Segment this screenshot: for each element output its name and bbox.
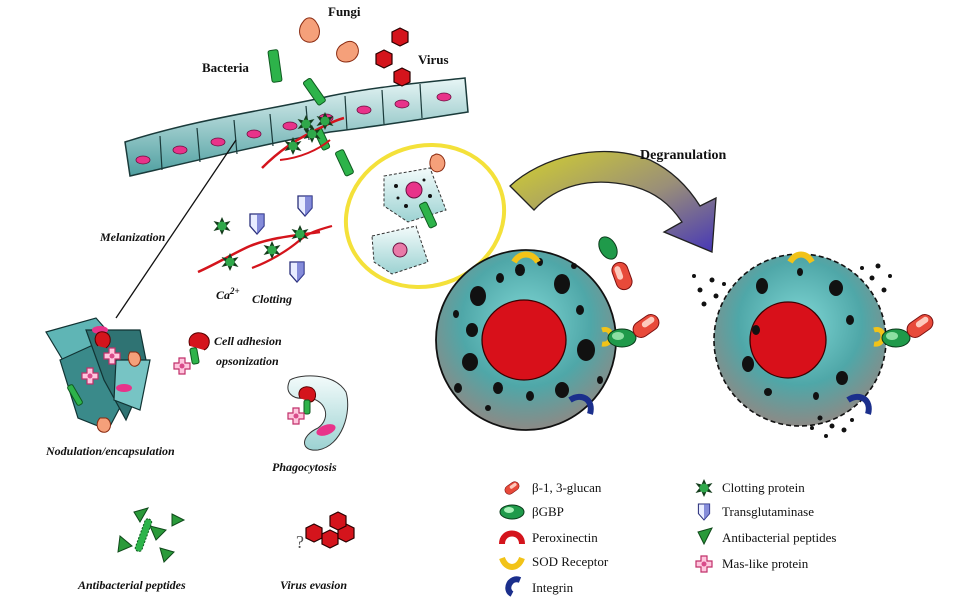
sod-receptor-icon — [499, 556, 525, 570]
transglutaminase-icon — [697, 503, 711, 521]
antibacterial-peptides-cluster — [117, 507, 186, 563]
phagocytosis-ring — [343, 142, 507, 290]
virus-icon — [375, 27, 411, 87]
label-melanization: Melanization — [100, 230, 166, 244]
label-degranulation: Degranulation — [640, 148, 727, 163]
melanization-line — [115, 139, 237, 319]
clotting-protein-icon — [695, 479, 713, 497]
question-mark: ? — [296, 532, 304, 552]
integrin-icon — [505, 576, 522, 597]
virus-evasion-cluster — [305, 511, 355, 549]
hemocyte-right — [692, 251, 937, 438]
cell-adhesion-icon — [173, 332, 210, 375]
label-fungi: Fungi — [328, 4, 361, 19]
legend-label-beta-glucan: β-1, 3-glucan — [532, 480, 602, 495]
label-opsonization: opsonization — [216, 354, 279, 368]
label-cell-adhesion: Cell adhesion — [214, 334, 282, 348]
legend-icons — [499, 479, 713, 597]
legend-label-sod-receptor: SOD Receptor — [532, 554, 609, 569]
legend-label-bgbp: βGBP — [532, 504, 564, 519]
clotting-diagram — [197, 195, 333, 283]
label-bacteria: Bacteria — [202, 60, 249, 75]
legend-label-antibacterial-peptides: Antibacterial peptides — [722, 530, 837, 545]
fungi-icon — [299, 17, 359, 63]
mas-like-protein-icon — [695, 555, 713, 573]
wound-clotting-cluster — [261, 112, 345, 169]
label-virus: Virus — [418, 52, 449, 67]
legend-label-clotting-protein: Clotting protein — [722, 480, 805, 495]
epithelium — [124, 77, 469, 177]
bgbp-icon — [499, 504, 525, 520]
peroxinectin-icon — [499, 530, 525, 545]
label-nodulation: Nodulation/encapsulation — [46, 444, 175, 458]
legend-label-mas-like-protein: Mas-like protein — [722, 556, 809, 571]
legend-label-transglutaminase: Transglutaminase — [722, 504, 814, 519]
label-antibacterial-peptides: Antibacterial peptides — [78, 578, 186, 592]
degranulation-arrow — [509, 150, 717, 253]
antibacterial-peptide-icon — [697, 527, 713, 546]
legend-label-peroxinectin: Peroxinectin — [532, 530, 598, 545]
label-clotting: Clotting — [252, 292, 293, 306]
bacteria-rod — [267, 49, 283, 83]
label-phagocytosis: Phagocytosis — [272, 460, 337, 474]
hemocyte-left — [435, 236, 663, 431]
phagocyte-cell — [287, 375, 349, 451]
nodulation-cluster — [45, 317, 151, 433]
label-virus-evasion: Virus evasion — [280, 578, 348, 592]
label-ca: Ca2+ — [216, 286, 240, 302]
beta-glucan-icon — [502, 479, 522, 497]
legend-label-integrin: Integrin — [532, 580, 574, 595]
